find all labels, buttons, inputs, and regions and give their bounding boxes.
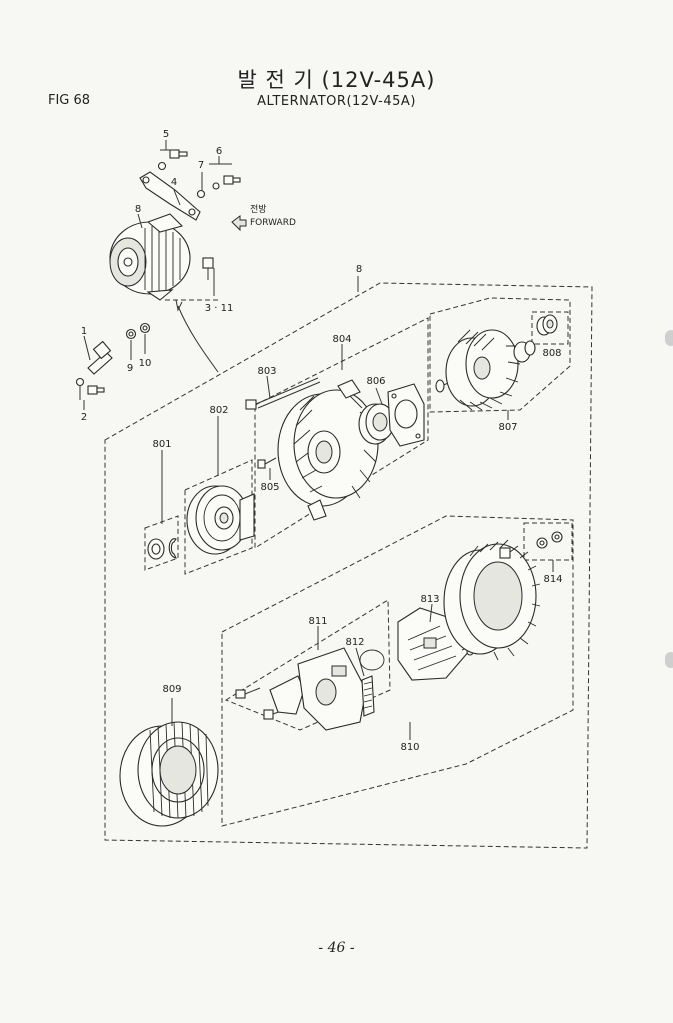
forward-label-korean: 전방 xyxy=(250,204,267,215)
binder-hole xyxy=(665,652,673,668)
through-bolt-drawing xyxy=(245,375,321,410)
adjusting-bar xyxy=(139,171,201,221)
callout-813: 813 xyxy=(420,594,439,605)
callout-808: 808 xyxy=(542,348,561,359)
callout-804: 804 xyxy=(332,334,351,345)
page-title-korean: 발 전 기 (12V-45A) xyxy=(237,68,436,92)
callout-8-assembly: 8 xyxy=(356,264,362,275)
page-number: - 46 - xyxy=(318,940,355,956)
callout-10: 10 xyxy=(139,358,152,369)
page-title-english: ALTERNATOR(12V-45A) xyxy=(257,94,416,109)
binder-hole xyxy=(665,330,673,346)
rotor-group-outline xyxy=(429,297,571,413)
bolt-3-drawing xyxy=(202,257,214,280)
rear-bearing-drawing xyxy=(536,314,558,336)
callout-801: 801 xyxy=(152,439,171,450)
figure-label: FIG 68 xyxy=(48,93,91,108)
callout-802: 802 xyxy=(209,405,228,416)
callout-5: 5 xyxy=(163,129,169,140)
rotor-drawing xyxy=(435,329,536,411)
callout-2: 2 xyxy=(81,412,87,423)
callout-6: 6 xyxy=(216,146,222,157)
callout-806: 806 xyxy=(366,376,385,387)
front-housing-group-outline xyxy=(254,317,429,549)
forward-arrow-icon xyxy=(231,215,247,232)
callout-810: 810 xyxy=(400,742,419,753)
callout-7: 7 xyxy=(198,160,204,171)
pulley-drawing xyxy=(186,485,255,555)
stator-drawing xyxy=(119,721,219,827)
front-bearing-drawing xyxy=(358,403,395,445)
rear-group-outline xyxy=(221,515,574,827)
assembly-8-outline xyxy=(104,282,593,849)
callout-812: 812 xyxy=(345,637,364,648)
callout-814: 814 xyxy=(543,574,562,585)
bearing-retainer-drawing xyxy=(387,383,425,447)
screw-805-drawing xyxy=(257,457,277,480)
washer-10-drawing xyxy=(139,322,151,334)
bolt-5-drawing xyxy=(157,149,188,171)
rear-housing-drawing xyxy=(443,539,541,661)
callout-9: 9 xyxy=(127,363,133,374)
bolt-6-drawing xyxy=(196,175,241,199)
callout-3-11: 3 · 11 xyxy=(205,303,234,314)
nut-9-drawing xyxy=(125,328,137,340)
callout-803: 803 xyxy=(257,366,276,377)
brush-holder-group-outline xyxy=(224,599,391,731)
callout-809: 809 xyxy=(162,684,181,695)
callout-805: 805 xyxy=(260,482,279,493)
bolt-1-drawing xyxy=(87,340,113,375)
callout-1: 1 xyxy=(81,326,87,337)
callout-807: 807 xyxy=(498,422,517,433)
alternator-assembly-drawing xyxy=(75,140,241,410)
brush-spring-drawing xyxy=(359,649,385,717)
pulley-nut-drawing xyxy=(147,538,177,560)
callout-4: 4 xyxy=(171,177,177,188)
pulley-group-outline xyxy=(184,459,253,575)
callout-811: 811 xyxy=(308,616,327,627)
front-housing-drawing xyxy=(277,379,379,521)
callout-8: 8 xyxy=(135,204,141,215)
bolt-2-drawing xyxy=(75,377,105,395)
brush-holder-drawing xyxy=(235,647,367,731)
terminal-nuts-drawing xyxy=(536,531,563,549)
forward-label: FORWARD xyxy=(250,218,296,228)
